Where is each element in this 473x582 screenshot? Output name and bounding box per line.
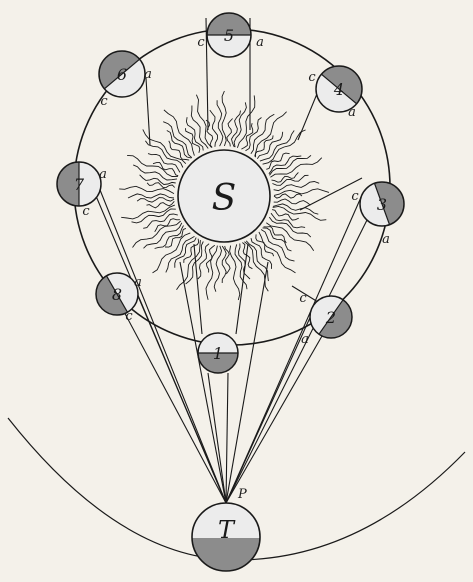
moon-edge-label: a (256, 35, 264, 50)
sun-ray (222, 246, 226, 283)
moon-edge-label: a (382, 232, 390, 247)
moon-edge-label: c (351, 189, 359, 204)
sun-ray (273, 204, 318, 214)
moon-edge-label: c (100, 94, 108, 109)
moon-edge-label: c (125, 309, 133, 324)
moon-number: 5 (224, 26, 234, 45)
earth-label: T (218, 516, 236, 544)
sun-ray (263, 130, 306, 164)
sun-ray (165, 228, 186, 247)
sight-line (208, 373, 226, 503)
earth: T (190, 503, 262, 577)
earth-point-label: P (237, 487, 247, 502)
moon-edge-label: a (348, 105, 356, 120)
sun-ray (155, 226, 184, 249)
moon-1: 1 (158, 333, 278, 413)
sun-ray (255, 112, 287, 157)
sight-line (180, 262, 226, 503)
sun-ray (263, 228, 292, 251)
sun-ray (206, 120, 213, 147)
sun-ray (186, 117, 203, 150)
moon-edge-label: c (82, 204, 90, 219)
moon-edge-label: c (197, 35, 205, 50)
sun-ray (274, 182, 320, 191)
moon-number: 4 (333, 80, 344, 99)
moon-number: 8 (112, 285, 122, 304)
sight-line (236, 244, 248, 334)
moon-number: 6 (117, 65, 127, 84)
sun-ray (147, 183, 175, 188)
sun-label: S (212, 178, 237, 219)
moon-7: 7a c (13, 118, 107, 250)
sight-line (146, 78, 150, 145)
sight-line (194, 244, 202, 334)
moon-edge-label: a (144, 67, 152, 82)
moon-edge-label: a (301, 332, 309, 347)
sun-ray (166, 236, 195, 272)
sun-ray (133, 165, 177, 180)
sight-line (132, 282, 226, 503)
sun-ray (227, 119, 233, 147)
moon-5: 5 c a (163, 0, 295, 57)
sun-ray (175, 238, 196, 268)
sight-line (226, 214, 370, 503)
moon-edge-label: a (134, 275, 142, 290)
moon-number: 2 (325, 308, 336, 327)
moon-edge-label: c (308, 70, 316, 85)
sun-ray (232, 111, 241, 147)
sun-ray (273, 206, 327, 220)
sun-ray (272, 210, 299, 221)
sun-ray (169, 141, 189, 160)
moon-edge-label: c (299, 291, 307, 306)
sun-ray (272, 175, 308, 185)
sun-ray (206, 245, 214, 272)
sun-ray (137, 198, 174, 203)
moon-number: 3 (377, 195, 387, 214)
sun-ray (153, 233, 191, 273)
moon-6: 6 a c (25, 0, 175, 118)
moon-3: 3 c a (351, 119, 466, 266)
sun-ray (196, 95, 211, 148)
moon-number: 1 (213, 344, 223, 363)
sun-ray (128, 194, 174, 198)
sight-line (226, 373, 228, 503)
moon-number: 7 (74, 175, 85, 194)
sun-ray (251, 238, 272, 269)
moon-edge-label: a (99, 167, 107, 182)
moon-8: 8a c (31, 239, 149, 380)
moon-2: 2 c a (295, 265, 419, 404)
